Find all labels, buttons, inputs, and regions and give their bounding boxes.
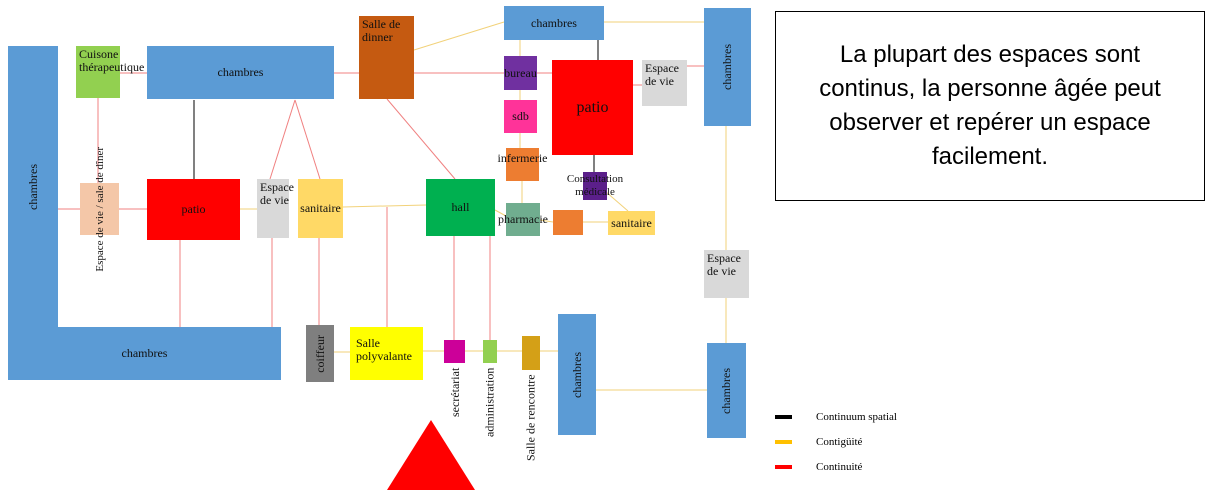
cuisine-label: Cuisone thérapeutique: [79, 47, 145, 74]
espace-de-vie-salle-de-diner: Espace de vie / sale de dîner: [80, 147, 119, 271]
espace-de-vie-label: Espace de vie: [645, 61, 679, 88]
legend-item-continuum: Continuum spatial: [775, 411, 897, 423]
continuum-lines: [193, 40, 599, 180]
callout-box: La plupart des espaces sont continus, la…: [775, 11, 1205, 201]
patio-label: patio: [181, 202, 206, 216]
consultation-medicale: Consultation médicale: [567, 172, 623, 200]
consultation-label: Consultation médicale: [566, 173, 624, 198]
hall-label: hall: [451, 200, 470, 214]
salle-de-rencontre-label: Salle de rencontre: [523, 374, 538, 461]
infermerie: infermerie: [498, 148, 547, 181]
sdb: sdb: [504, 100, 537, 133]
chambres-bottom-center: chambres: [558, 314, 596, 435]
continuity-lines: [57, 65, 704, 340]
espace-de-vie-salle-label: Espace de vie / sale de dîner: [93, 146, 106, 272]
chambres-label: chambres: [25, 163, 40, 210]
sanitaire-center: sanitaire: [298, 179, 343, 238]
chambres-bottom-right: chambres: [707, 343, 746, 438]
secretariat-label: secrétariat: [448, 368, 462, 418]
line-pharmacie-box: [539, 219, 554, 223]
chambres-label: chambres: [720, 44, 734, 90]
chambres-label: chambres: [217, 65, 264, 79]
chambres-left-vertical: chambres: [8, 46, 58, 327]
espace-de-vie-top-right: Espace de vie: [642, 60, 687, 106]
espace-de-vie-label: Espace de vie: [260, 180, 294, 207]
infermerie-label: infermerie: [497, 151, 548, 165]
legend-label: Contigüité: [816, 436, 863, 448]
legend-swatch-black: [775, 415, 792, 419]
chambres-label: chambres: [121, 346, 168, 360]
legend-item-contiguite: Contigüité: [775, 436, 862, 448]
espace-de-vie-center: Espace de vie: [257, 179, 294, 238]
legend-item-continuite: Continuité: [775, 461, 862, 473]
administration: [483, 340, 497, 363]
pharmacie-label: pharmacie: [498, 212, 548, 226]
coiffeur: coiffeur: [306, 325, 334, 382]
chambres-label: chambres: [569, 351, 584, 398]
chambres-right-vertical: chambres: [704, 8, 751, 126]
line-chambres-espac-2: [294, 99, 321, 180]
bureau-label: bureau: [504, 65, 537, 80]
patio-left: patio: [147, 179, 240, 240]
salle-polyvalante: Salle polyvalante: [350, 327, 423, 380]
pharmacie: pharmacie: [498, 203, 548, 236]
legend-swatch-yellow: [775, 440, 792, 444]
espace-de-vie-right: Espace de vie: [704, 250, 749, 298]
small-orange-box: [553, 210, 583, 235]
line-hall-pharmacie: [494, 209, 507, 217]
hall: hall: [426, 179, 495, 236]
espace-de-vie-label: Espace de vie: [707, 251, 741, 278]
salle-polyvalante-label: Salle polyvalante: [356, 336, 412, 363]
entrance-triangle: [387, 420, 475, 490]
line-sanitaire-hall: [342, 204, 427, 208]
chambres-bottom-left: chambres: [8, 327, 281, 380]
salle-de-rencontre: [522, 336, 540, 370]
chambres-top-left: chambres: [147, 46, 334, 99]
chambres-label: chambres: [719, 367, 733, 414]
salle-de-dinner: Salle de dinner: [359, 16, 414, 99]
coiffeur-label: coiffeur: [312, 334, 327, 373]
line-dinner-hall: [386, 98, 456, 180]
sanitaire-label: sanitaire: [611, 215, 652, 230]
bureau: bureau: [504, 56, 537, 90]
patio-right: patio: [552, 60, 633, 155]
line-chambres-espac-1: [269, 99, 296, 180]
chambres-top-center: chambres: [504, 6, 604, 40]
cuisine-therapeutique: Cuisone thérapeutique: [76, 46, 144, 98]
administration-label: administration: [482, 368, 497, 438]
callout-text: La plupart des espaces sont continus, la…: [819, 41, 1161, 170]
legend-swatch-red: [775, 465, 792, 469]
legend-label: Continuum spatial: [816, 411, 897, 423]
secretariat: [444, 340, 465, 363]
sanitaire-right: sanitaire: [608, 211, 655, 235]
patio-label: patio: [576, 99, 609, 116]
contiguity-lines: [240, 21, 727, 391]
line-dinner-chambres-top: [413, 21, 505, 51]
salle-de-dinner-label: Salle de dinner: [362, 17, 401, 44]
legend-label: Continuité: [816, 461, 863, 473]
sdb-label: sdb: [512, 109, 529, 123]
sanitaire-label: sanitaire: [300, 201, 341, 215]
chambres-label: chambres: [531, 15, 577, 30]
